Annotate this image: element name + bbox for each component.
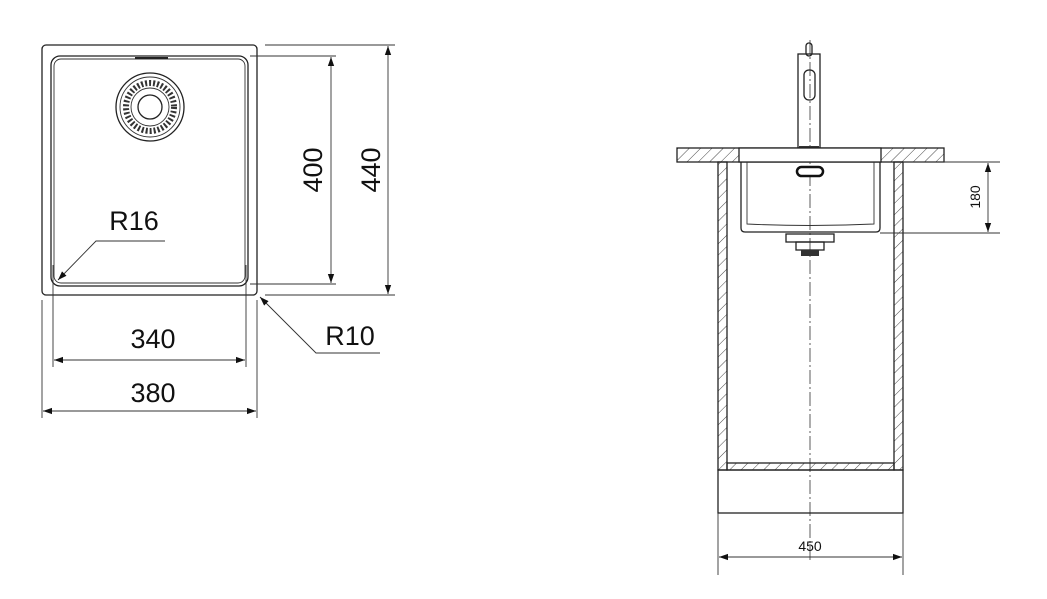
sink-bowl-outline — [50, 55, 249, 287]
dim-380-label: 380 — [130, 378, 175, 408]
sink-bowl-section — [740, 162, 881, 233]
dim-440-label: 440 — [356, 147, 386, 192]
drain-waste-icon — [785, 233, 835, 256]
sink-outer-outline — [41, 44, 258, 296]
radius-r10-label: R10 — [325, 321, 375, 351]
cabinet-bottom — [726, 462, 895, 471]
faucet-icon — [797, 42, 821, 150]
side-view: 180 450 — [676, 40, 1000, 575]
cabinet-left-wall — [717, 161, 728, 471]
dim-400-label: 400 — [298, 147, 328, 192]
radius-r16-label: R16 — [109, 206, 159, 236]
bowl-inner-line — [53, 58, 246, 284]
dim-340-label: 340 — [130, 324, 175, 354]
top-view: 400 440 340 380 R16 R10 — [41, 44, 395, 418]
cabinet-right-wall — [893, 161, 904, 471]
dim-180-label: 180 — [967, 185, 983, 209]
overflow-icon — [795, 165, 825, 178]
drain-strainer-icon — [115, 72, 185, 142]
cabinet-plinth — [717, 469, 904, 514]
dim-450-label: 450 — [798, 538, 822, 554]
